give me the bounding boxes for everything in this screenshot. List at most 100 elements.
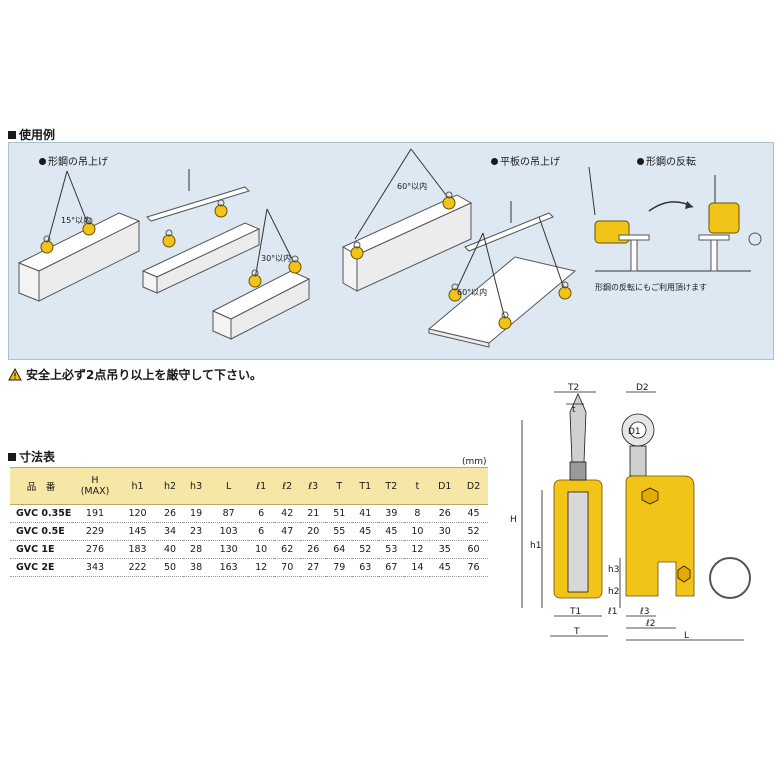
usage-heading: 使用例 — [8, 126, 55, 143]
cell-t1: 63 — [352, 558, 379, 577]
cell-model: GVC 0.5E — [10, 522, 72, 541]
cell-h2: 50 — [157, 558, 184, 577]
cell-l3: 26 — [300, 540, 327, 559]
header-h3: h3 — [183, 467, 210, 505]
cell-h1: 222 — [118, 558, 158, 577]
angle-label-60a: 60°以内 — [397, 182, 428, 191]
cell-t: 51 — [326, 504, 353, 523]
header-H-line2: (MAX) — [80, 486, 110, 497]
cell-t2: 53 — [378, 540, 405, 559]
cell-d2: 76 — [459, 558, 488, 577]
cell-t2: 39 — [378, 504, 405, 523]
header-H-line1: H — [91, 475, 99, 486]
cell-l: 103 — [209, 522, 249, 541]
example-shape-lift-3 — [211, 208, 311, 340]
cell-d1: 35 — [430, 540, 460, 559]
dim-label-h1: h1 — [530, 541, 541, 551]
round-bullet-icon — [39, 158, 46, 165]
header-l1: ℓ1 — [248, 467, 275, 505]
dim-label-h2: h2 — [608, 587, 619, 597]
cell-l2: 62 — [274, 540, 301, 559]
caption-flip: 形鋼の反転 — [637, 153, 696, 168]
cell-l1: 6 — [248, 504, 275, 523]
header-T: T — [326, 467, 353, 505]
cell-h: 276 — [72, 540, 118, 559]
cell-model: GVC 1E — [10, 540, 72, 559]
cell-t: 8 — [404, 504, 431, 523]
cell-l3: 21 — [300, 504, 327, 523]
header-l3: ℓ3 — [300, 467, 327, 505]
cell-h3: 38 — [183, 558, 210, 577]
clamp-dimension-drawing: T2 t D2 D1 H h1 h3 h2 ℓ1 ℓ3 ℓ2 T1 T L — [510, 383, 751, 641]
round-bullet-icon — [637, 158, 644, 165]
safety-warning: 安全上必ず2点吊り以上を厳守して下さい。 — [8, 366, 262, 383]
dim-label-H: H — [510, 515, 517, 525]
warning-triangle-icon — [8, 368, 22, 381]
caption-plate-lift: 平板の吊上げ — [491, 153, 560, 168]
header-h1: h1 — [118, 467, 158, 505]
caption-plate-lift-text: 平板の吊上げ — [500, 157, 560, 168]
usage-illustrations — [17, 148, 762, 348]
caption-flip-text: 形鋼の反転 — [646, 157, 696, 168]
dimensions-heading-text: 寸法表 — [19, 450, 56, 464]
cell-d2: 52 — [459, 522, 488, 541]
cell-h1: 120 — [118, 504, 158, 523]
header-D1: D1 — [430, 467, 460, 505]
header-L: L — [209, 467, 249, 505]
cell-t2: 45 — [378, 522, 405, 541]
unit-label: (mm) — [462, 457, 487, 467]
usage-examples-panel: 形鋼の吊上げ 平板の吊上げ 形鋼の反転 15°以内 30°以内 60°以内 60… — [8, 142, 774, 360]
usage-heading-text: 使用例 — [19, 128, 56, 142]
square-bullet-icon — [8, 130, 16, 139]
cell-l2: 70 — [274, 558, 301, 577]
cell-l1: 6 — [248, 522, 275, 541]
cell-t: 55 — [326, 522, 353, 541]
cell-h2: 34 — [157, 522, 184, 541]
cell-t: 79 — [326, 558, 353, 577]
cell-t1: 45 — [352, 522, 379, 541]
example-flip — [588, 166, 762, 272]
cell-h: 229 — [72, 522, 118, 541]
dim-label-l2: ℓ2 — [645, 619, 655, 629]
example-shape-lift-4 — [341, 148, 473, 292]
example-shape-lift-1 — [17, 170, 141, 302]
cell-t1: 41 — [352, 504, 379, 523]
angle-label-15: 15°以内 — [61, 216, 92, 225]
header-D2: D2 — [459, 467, 488, 505]
cell-d2: 45 — [459, 504, 488, 523]
header-T2: T2 — [378, 467, 405, 505]
dim-label-D2: D2 — [636, 383, 649, 393]
cell-h2: 40 — [157, 540, 184, 559]
cell-h1: 145 — [118, 522, 158, 541]
cell-d2: 60 — [459, 540, 488, 559]
caption-shape-lift-text: 形鋼の吊上げ — [48, 157, 108, 168]
cell-h3: 28 — [183, 540, 210, 559]
cell-h: 343 — [72, 558, 118, 577]
cell-l: 163 — [209, 558, 249, 577]
dim-label-T: T — [573, 627, 580, 637]
cell-d1: 30 — [430, 522, 460, 541]
example-shape-lift-2 — [141, 169, 261, 294]
flip-note: 形鋼の反転にもご利用頂けます — [595, 283, 707, 292]
dim-label-h3: h3 — [608, 565, 619, 575]
cell-h: 191 — [72, 504, 118, 523]
cell-l1: 12 — [248, 558, 275, 577]
dim-label-l1: ℓ1 — [607, 607, 617, 617]
dim-label-T2: T2 — [567, 383, 579, 393]
cell-t: 64 — [326, 540, 353, 559]
cell-l3: 27 — [300, 558, 327, 577]
cell-h3: 19 — [183, 504, 210, 523]
dim-label-T1: T1 — [569, 607, 581, 617]
cell-l: 130 — [209, 540, 249, 559]
header-t: t — [404, 467, 431, 505]
header-model: 品 番 — [10, 467, 72, 505]
cell-model: GVC 2E — [10, 558, 72, 577]
cell-model: GVC 0.35E — [10, 504, 72, 523]
cell-h1: 183 — [118, 540, 158, 559]
angle-label-30: 30°以内 — [261, 254, 292, 263]
